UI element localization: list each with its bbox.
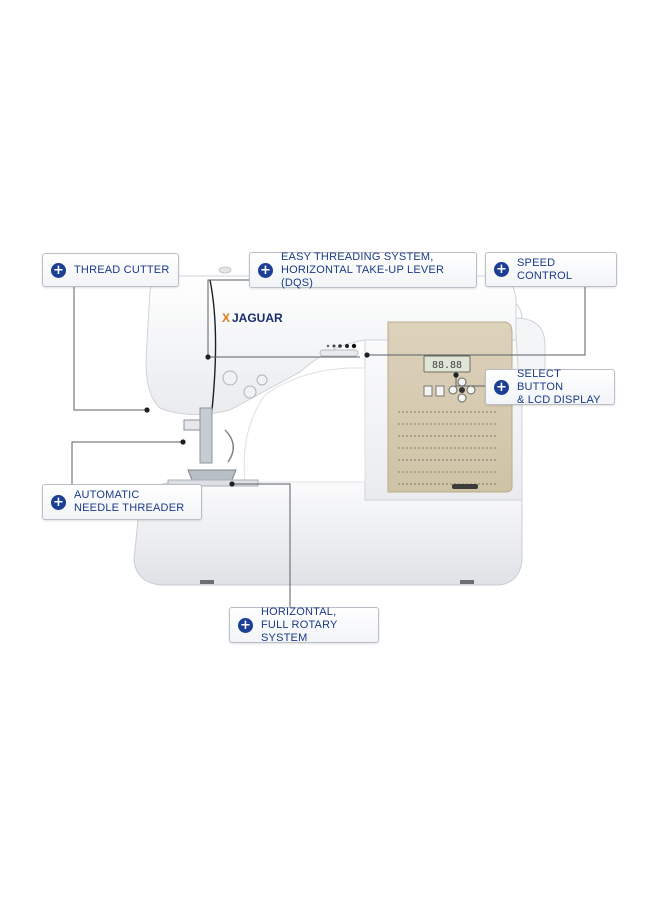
reverse-button [243, 385, 257, 399]
thread-spool-pin [218, 266, 232, 274]
brand-logo-x: X [222, 311, 230, 325]
callout-label: HORIZONTAL, FULL ROTARY SYSTEM [261, 605, 338, 644]
thread-guide [224, 429, 234, 463]
indicator-dot [338, 344, 342, 348]
take-up-lever [319, 349, 359, 357]
arm-opening [243, 367, 366, 483]
select-button-up [457, 377, 467, 387]
callout-label: SPEED CONTROL [517, 256, 573, 282]
machine-foot [200, 580, 214, 584]
stitch-chart [398, 411, 498, 485]
leader-thread-cutter [73, 286, 147, 411]
leader-rotary-system [232, 483, 291, 608]
callout-label: AUTOMATIC NEEDLE THREADER [74, 489, 185, 514]
plus-circle-icon: + [494, 262, 509, 277]
indicator-dot [345, 344, 349, 348]
control-panel [387, 321, 513, 493]
callout-easy-threading[interactable]: + EASY THREADING SYSTEM, HORIZONTAL TAKE… [249, 250, 477, 289]
head-seam [209, 279, 217, 411]
needle-threader-lever [183, 419, 201, 431]
callout-needle-threader[interactable]: + AUTOMATIC NEEDLE THREADER [42, 484, 202, 520]
callout-label: THREAD CUTTER [74, 263, 170, 276]
needle-updown-button [256, 374, 268, 386]
needle-bar [199, 407, 213, 464]
select-button-left [448, 385, 458, 395]
plus-circle-icon: + [51, 494, 66, 510]
start-stop-button [222, 370, 238, 386]
leader-easy-threading-lever [208, 279, 360, 358]
machine-foot [460, 580, 474, 584]
callout-rotary-system[interactable]: + HORIZONTAL, FULL ROTARY SYSTEM [229, 605, 379, 644]
leader-speed-control [367, 286, 586, 356]
select-button-center [459, 387, 465, 393]
indicator-dot [351, 343, 357, 349]
select-button-down [457, 393, 467, 403]
machine-base [133, 481, 523, 586]
callout-select-button[interactable]: + SELECT BUTTON & LCD DISPLAY [485, 367, 615, 406]
plus-circle-icon: + [238, 617, 253, 633]
callout-label: EASY THREADING SYSTEM, HORIZONTAL TAKE-U… [281, 250, 445, 289]
lcd-digits: 88.88 [432, 360, 462, 371]
leader-select-button [455, 375, 486, 387]
callout-thread-cutter[interactable]: + THREAD CUTTER [42, 253, 179, 287]
plus-circle-icon: + [51, 262, 66, 278]
lcd-display [423, 355, 471, 373]
needle-plate [167, 479, 259, 487]
callout-label: SELECT BUTTON & LCD DISPLAY [517, 367, 601, 406]
panel-button [423, 385, 433, 397]
indicator-dot [326, 344, 330, 348]
brand-logo: JAGUAR [232, 311, 283, 325]
select-button-right [466, 385, 476, 395]
leader-needle-threader [71, 441, 183, 484]
plus-circle-icon: + [258, 262, 273, 278]
leader-lines [71, 279, 586, 608]
presser-foot [187, 469, 237, 481]
leader-endpoints [144, 352, 459, 487]
speed-slider [452, 484, 478, 489]
plus-circle-icon: + [494, 379, 509, 395]
callout-speed-control[interactable]: + SPEED CONTROL [485, 252, 617, 287]
indicator-dot [332, 344, 336, 348]
panel-button [435, 385, 445, 397]
